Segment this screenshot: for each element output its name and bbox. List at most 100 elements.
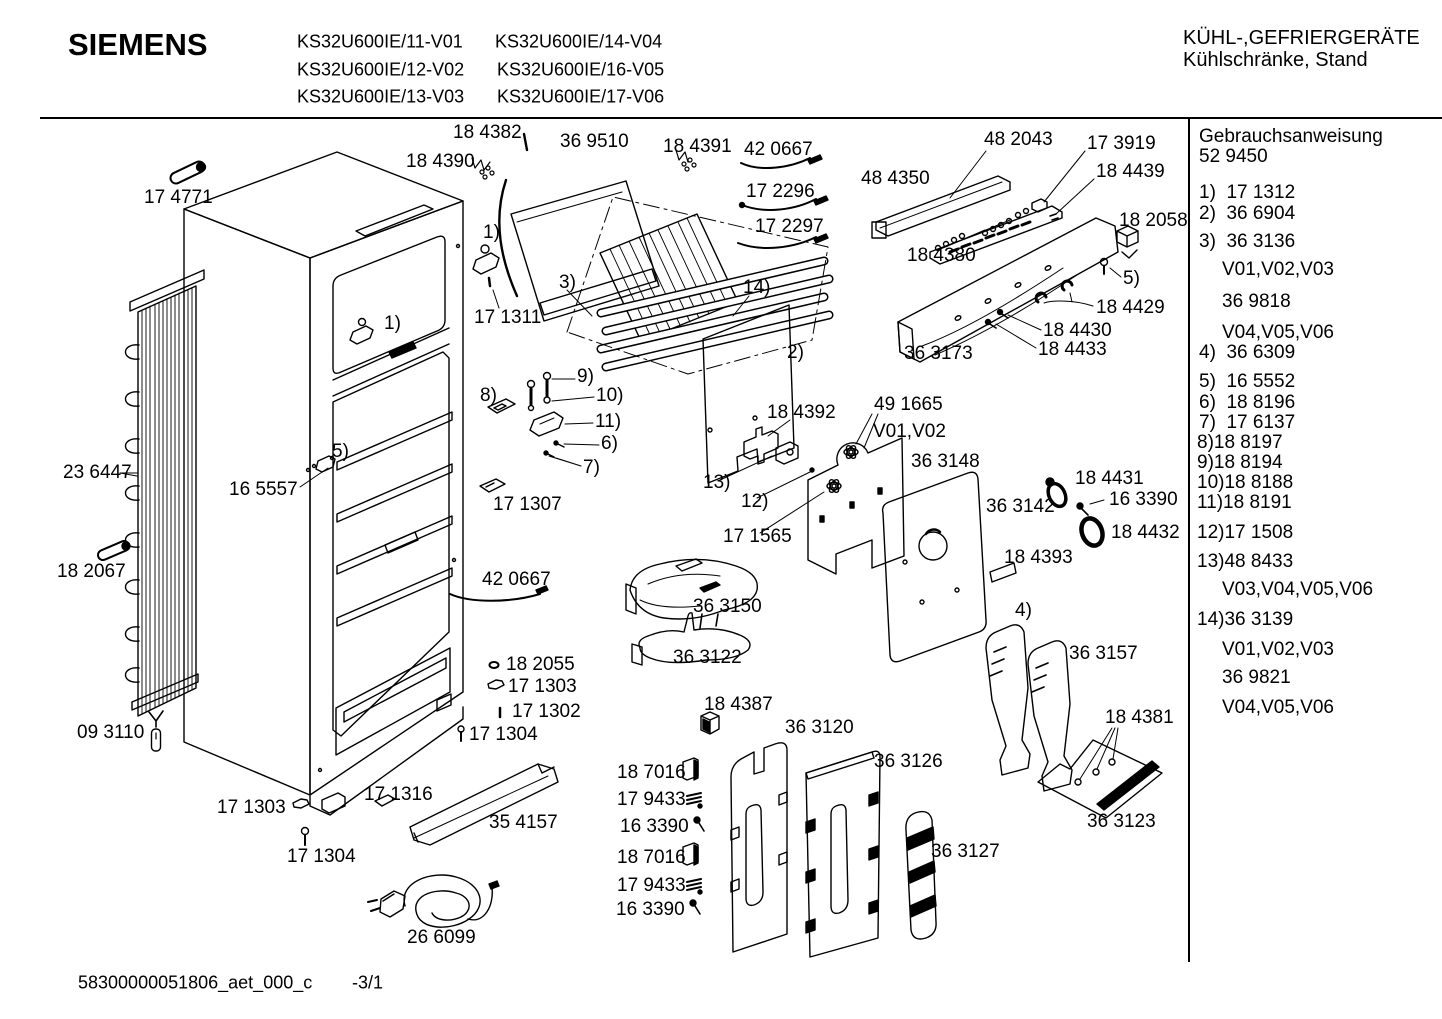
sidebar-divider <box>1188 117 1190 962</box>
hinge-5-left <box>305 455 336 473</box>
screw-18-4433-shaft <box>989 323 997 329</box>
sidebar-line: Gebrauchsanweisung <box>1199 126 1383 147</box>
part-label: 18 4432 <box>1111 522 1180 543</box>
evaporator-hatch <box>599 213 739 342</box>
cabinet-opening-face <box>309 200 464 796</box>
thermostat <box>775 441 799 465</box>
screw-16-3390-2 <box>689 899 701 915</box>
pad-17-1307 <box>479 478 506 493</box>
leader-lines <box>119 150 1122 780</box>
condenser-tube-loop <box>124 391 140 407</box>
pin-18-4382 <box>522 132 529 152</box>
cover-bar-hole <box>1014 282 1022 288</box>
part-label: 09 3110 <box>77 722 145 743</box>
panel-36-3126-topbar <box>805 751 875 780</box>
shelf-rack-detail <box>384 531 419 554</box>
cord-end <box>488 880 500 890</box>
part-label: 18 4431 <box>1075 468 1144 489</box>
plate-hole <box>819 515 825 523</box>
strip-band <box>906 826 937 918</box>
wire-17-2296 <box>741 198 817 211</box>
cord-coil <box>403 874 481 928</box>
fresh-food-opening <box>332 351 450 737</box>
plate-ring-bolt <box>924 528 942 536</box>
part-label: 36 3148 <box>911 451 980 472</box>
fan-bracket-pins <box>699 613 719 629</box>
screw-18-4433 <box>984 318 992 326</box>
shelf <box>336 463 453 523</box>
part-label: 4) <box>1015 600 1032 621</box>
model-number: KS32U600IE/14-V04 <box>495 31 663 52</box>
condenser-tube-loop <box>124 344 140 360</box>
sidebar-line: 52 9450 <box>1199 146 1268 167</box>
plate-36-3123-bar <box>1096 760 1160 811</box>
shelf <box>336 515 453 575</box>
part-label: 9) <box>577 366 594 387</box>
part-label: 6) <box>601 433 618 454</box>
back-panel <box>702 304 795 484</box>
part-label: 36 3150 <box>693 596 762 617</box>
sidebar-line: 4) 36 6309 <box>1199 342 1296 363</box>
reference-outline <box>566 196 829 375</box>
wire-end <box>813 233 829 244</box>
part-label: 17 3919 <box>1087 133 1156 154</box>
sidebar-line: V04,V05,V06 <box>1222 322 1334 343</box>
part-label: 17 9433 <box>617 789 686 810</box>
sidebar-line: 14)36 3139 <box>1197 609 1294 630</box>
part-label: 18 4433 <box>1038 339 1107 360</box>
pad-18-4393 <box>989 562 1017 583</box>
pad-8 <box>487 398 516 414</box>
cube-18-2058 <box>1116 225 1139 248</box>
cord-tail <box>467 887 493 921</box>
screw-17-1304-right <box>457 725 465 742</box>
panel-hole <box>752 415 758 421</box>
part-label: 36 3126 <box>874 751 943 772</box>
part-label: 7) <box>583 457 600 478</box>
part-label: 18 2055 <box>506 654 575 675</box>
screw-16-3390-mid <box>693 816 705 832</box>
part-label: 1) <box>384 313 401 334</box>
part-label: 2) <box>787 342 804 363</box>
part-label: 36 3122 <box>673 647 742 668</box>
screw-16-3390-tail <box>1081 508 1089 516</box>
shelf <box>336 567 453 627</box>
part-label: 12) <box>741 491 769 512</box>
part-label: V01,V02 <box>873 421 946 442</box>
wire-dot <box>738 201 746 209</box>
divider-handle-slot <box>388 341 417 359</box>
crisper-top-edge <box>343 657 447 723</box>
part-label: 1) <box>483 222 500 243</box>
pill-17-4771 <box>169 160 207 185</box>
base-grille-line <box>413 775 549 839</box>
condenser-tube-loop <box>124 532 140 548</box>
panel-36-3120 <box>730 742 788 953</box>
cabinet-base <box>309 706 464 816</box>
wedge-17-1316 <box>374 794 396 807</box>
frame-hole <box>317 767 323 773</box>
sidebar-line: 2) 36 6904 <box>1199 203 1296 224</box>
bracket-18-4392 <box>743 426 779 465</box>
mount-plate-36-3142 <box>881 471 987 663</box>
part-label: 18 4380 <box>907 245 976 266</box>
pebble-17-1303 <box>487 679 505 690</box>
title-line-2: Kühlschränke, Stand <box>1183 49 1368 71</box>
part-label: 5) <box>332 441 349 462</box>
sidebar-line: 5) 16 5552 <box>1199 371 1296 392</box>
sidebar-line: 8)18 8197 <box>1197 432 1283 453</box>
plate-dot <box>954 587 960 593</box>
fan-scroll-slot <box>699 581 721 593</box>
panel-36-3126-slot <box>830 803 849 915</box>
part-label: 48 2043 <box>984 129 1053 150</box>
condenser-top-rail <box>129 269 205 312</box>
panel-tab <box>730 791 788 893</box>
panel-36-3120-slot <box>745 803 764 907</box>
grommet-17-9433 <box>686 792 703 809</box>
fan-bracket-36-3122 <box>638 612 751 664</box>
sidebar-line: 6) 18 8196 <box>1199 392 1296 413</box>
wire-17-2297 <box>737 236 817 249</box>
cover-bar-hole <box>954 315 962 321</box>
model-number: KS32U600IE/12-V02 <box>297 59 465 80</box>
serpentine-tube <box>603 312 832 370</box>
part-label: 36 3173 <box>904 343 973 364</box>
